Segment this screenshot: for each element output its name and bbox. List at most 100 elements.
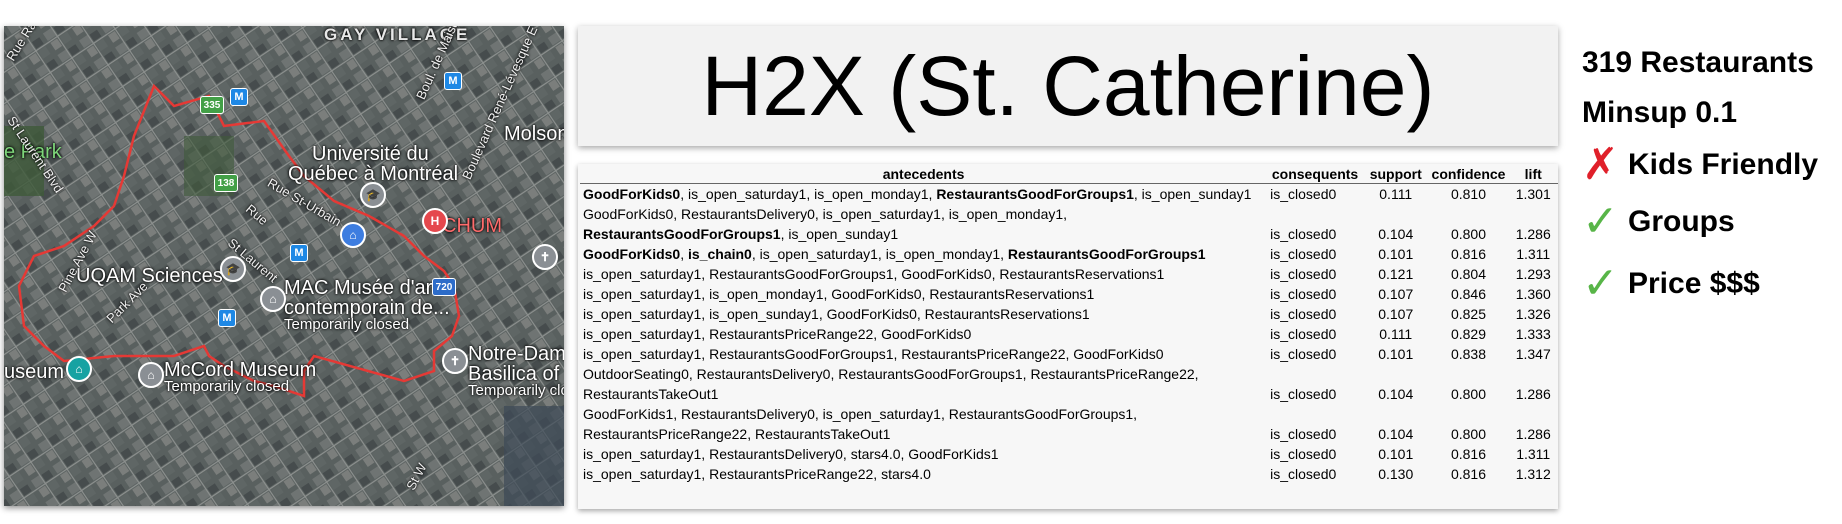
map-label-park: e Park [4,141,62,163]
cell-antecedents: GoodForKids0, is_open_saturday1, is_open… [580,184,1267,205]
map-label-molson: Molson [504,123,564,145]
cell-confidence: 0.800 [1450,426,1487,442]
cell-antecedents: OutdoorSeating0, RestaurantsDelivery0, R… [580,364,1267,404]
cell-confidence: 0.800 [1450,386,1487,402]
museum-icon[interactable]: ⌂ [260,286,286,312]
cell-antecedents: is_open_saturday1, is_open_sunday1, Good… [580,304,1267,324]
antecedent-segment: , is_open_saturday1, is_open_monday1, [680,186,937,202]
table-row: GoodForKids0, is_open_saturday1, is_open… [580,184,1558,205]
museum-icon[interactable]: ⌂ [138,362,164,388]
church-icon[interactable]: ✝ [442,348,468,374]
map-label-museum: useum [4,361,65,383]
museum-icon[interactable]: ⌂ [66,356,92,382]
cell-confidence: 0.816 [1450,246,1487,262]
antecedent-bold-segment: is_chain0 [688,246,752,262]
map-label-uqam: UQAM Sciences [76,265,223,287]
cell-lift: 1.347 [1515,346,1551,362]
cell-support: 0.104 [1378,386,1414,402]
cell-confidence: 0.825 [1450,306,1487,322]
restaurant-count: 319 Restaurants [1582,46,1814,79]
map-label-notre-2: Basilica of [468,363,560,385]
cell-antecedents: GoodForKids0, is_chain0, is_open_saturda… [580,244,1267,264]
antecedent-segment: is_open_saturday1, RestaurantsGoodForGro… [583,266,1165,282]
map-label-universite-1: Université du [312,143,429,165]
cell-consequents: is_closed0 [1270,346,1337,362]
summary-item-groups: ✓ Groups [1582,192,1840,252]
cell-confidence: 0.810 [1450,186,1487,202]
cell-lift: 1.333 [1515,326,1551,342]
table-row: is_open_saturday1, is_open_sunday1, Good… [580,304,1558,324]
antecedent-segment: , is_open_sunday1 [780,226,899,242]
antecedent-segment: , [680,246,689,262]
church-icon[interactable]: ✝ [532,244,558,270]
cell-consequents: is_closed0 [1270,426,1337,442]
satellite-texture [4,26,564,506]
table-row: GoodForKids1, RestaurantsDelivery0, is_o… [580,404,1558,444]
summary-item-label: Groups [1628,205,1735,238]
cell-confidence: 0.800 [1450,226,1487,242]
map-label-universite-2: Québec à Montréal [288,163,459,185]
cell-confidence: 0.838 [1450,346,1487,362]
antecedent-segment: GoodForKids0, RestaurantsDelivery0, is_o… [583,206,1068,222]
map-panel[interactable]: GAY VILLAGE e Park Université du Québec … [4,26,564,506]
check-icon: ✓ [1582,259,1619,308]
cross-icon: ✗ [1582,140,1619,189]
summary-panel: 319 Restaurants Minsup 0.1 ✗ Kids Friend… [1582,38,1840,316]
university-icon[interactable]: 🎓 [220,256,246,282]
antecedent-bold-segment: GoodForKids0 [583,186,681,202]
antecedent-bold-segment: GoodForKids0 [583,246,681,262]
rules-table-container: antecedents consequents support confiden… [578,164,1558,509]
association-rules-table: antecedents consequents support confiden… [580,164,1558,484]
university-icon[interactable]: 🎓 [360,182,386,208]
table-row: OutdoorSeating0, RestaurantsDelivery0, R… [580,364,1558,404]
map-label-mac-1: MAC Musée d'art [284,277,438,299]
cell-consequents: is_closed0 [1270,466,1337,482]
antecedent-segment: is_open_saturday1, RestaurantsPriceRange… [583,466,931,482]
cell-support: 0.104 [1378,226,1414,242]
table-header-row: antecedents consequents support confiden… [580,164,1558,184]
metro-icon[interactable]: M [230,88,248,106]
cell-consequents: is_closed0 [1270,226,1337,242]
cell-support: 0.101 [1378,446,1414,462]
table-row: is_open_saturday1, RestaurantsPriceRange… [580,324,1558,344]
cell-confidence: 0.816 [1450,446,1487,462]
cell-support: 0.101 [1378,246,1414,262]
antecedent-segment: is_open_saturday1, RestaurantsPriceRange… [583,326,972,342]
cell-support: 0.104 [1378,426,1414,442]
header-antecedents: antecedents [580,164,1268,184]
metro-icon[interactable]: M [444,72,462,90]
antecedent-segment: is_open_saturday1, is_open_monday1, Good… [583,286,1095,302]
summary-item-price: ✓ Price $$$ [1582,252,1840,316]
route-shield-138: 138 [214,174,238,192]
antecedent-segment: , is_open_sunday1 [1133,186,1252,202]
antecedent-bold-segment: RestaurantsGoodForGroups1 [936,186,1134,202]
cell-confidence: 0.829 [1450,326,1487,342]
cell-antecedents: is_open_saturday1, RestaurantsDelivery0,… [580,444,1267,464]
check-icon: ✓ [1582,197,1619,246]
cell-support: 0.130 [1378,466,1414,482]
cell-confidence: 0.846 [1450,286,1487,302]
page-title: H2X (St. Catherine) [578,26,1558,146]
map-label-notre-1: Notre-Dame [468,343,564,365]
header-consequents: consequents [1267,164,1363,184]
map-label-mccord-status: Temporarily closed [164,378,290,395]
cell-consequents: is_closed0 [1270,186,1337,202]
summary-item-kids: ✗ Kids Friendly [1582,138,1840,192]
location-icon[interactable]: ⌂ [340,222,366,248]
header-support: support [1362,164,1429,184]
cell-lift: 1.326 [1515,306,1551,322]
header-confidence: confidence [1428,164,1509,184]
metro-icon[interactable]: M [290,244,308,262]
table-row: is_open_saturday1, is_open_monday1, Good… [580,284,1558,304]
route-shield-335: 335 [200,96,224,114]
cell-consequents: is_closed0 [1270,326,1337,342]
cell-confidence: 0.816 [1450,466,1487,482]
cell-antecedents: is_open_saturday1, RestaurantsPriceRange… [580,324,1267,344]
table-row: is_open_saturday1, RestaurantsGoodForGro… [580,264,1558,284]
table-row: is_open_saturday1, RestaurantsPriceRange… [580,464,1558,484]
antecedent-segment: is_open_saturday1, is_open_sunday1, Good… [583,306,1090,322]
hospital-icon[interactable]: H [422,208,448,234]
cell-antecedents: is_open_saturday1, RestaurantsGoodForGro… [580,344,1267,364]
cell-consequents: is_closed0 [1270,266,1337,282]
metro-icon[interactable]: M [218,309,236,327]
